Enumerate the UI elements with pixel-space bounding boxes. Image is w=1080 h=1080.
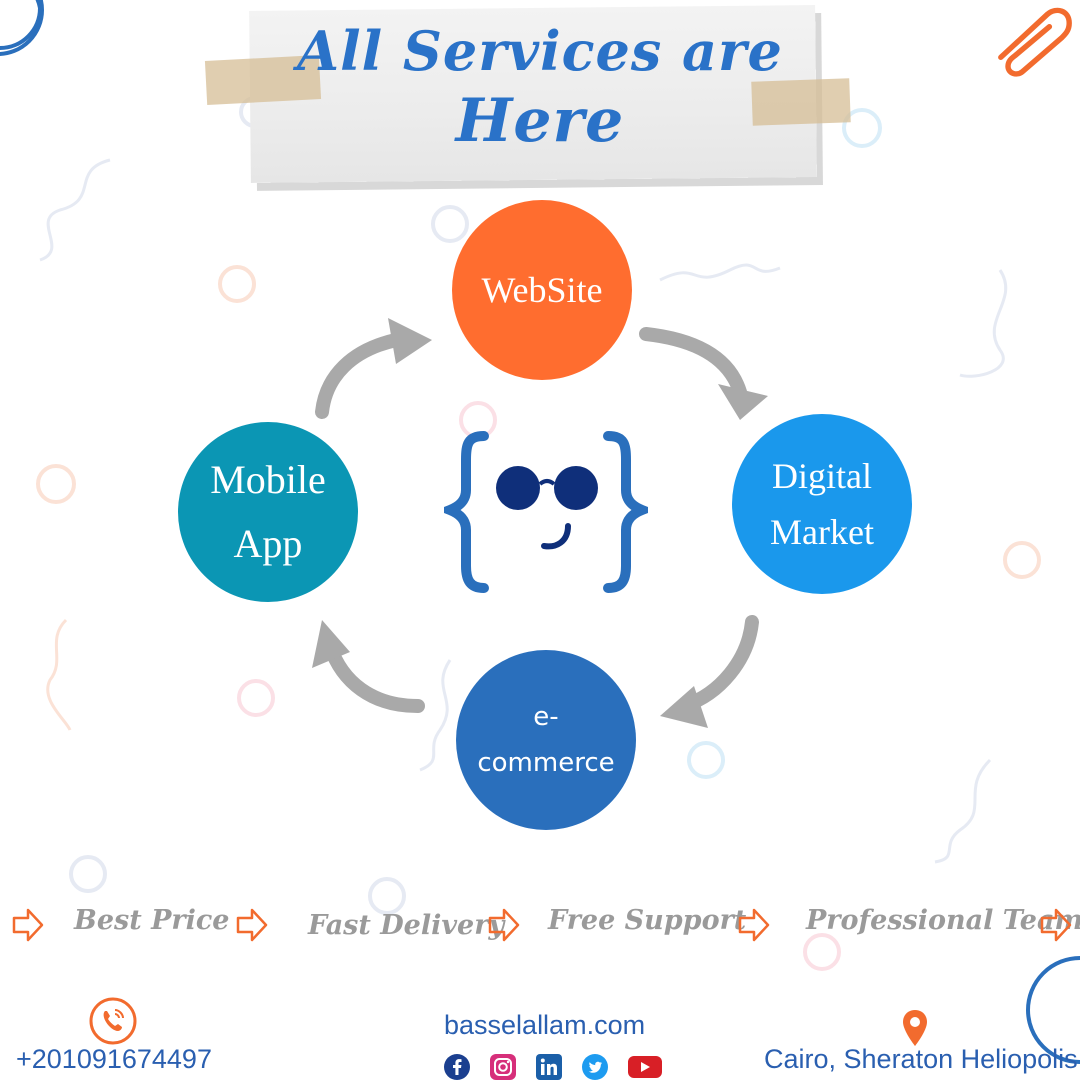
arrowhead-3 bbox=[312, 620, 350, 668]
feature-fast-delivery: Fast Delivery bbox=[308, 910, 505, 941]
service-digital-label-1: Digital bbox=[772, 456, 872, 496]
arrow-mobile-to-website bbox=[315, 333, 403, 419]
feature-arrow-icon bbox=[236, 908, 268, 942]
service-mobile-label-2: App bbox=[233, 521, 303, 566]
social-links bbox=[444, 1054, 662, 1080]
service-ecommerce-label-2: commerce bbox=[477, 748, 615, 778]
feature-best-price: Best Price bbox=[74, 905, 230, 936]
twitter-icon[interactable] bbox=[582, 1054, 608, 1080]
feature-arrow-icon bbox=[12, 908, 44, 942]
facebook-icon[interactable] bbox=[444, 1054, 470, 1080]
page-title: All Services are Here bbox=[260, 16, 820, 156]
service-digital-label-2: Market bbox=[770, 512, 874, 552]
service-ecommerce-label-1: e- bbox=[533, 702, 559, 732]
phone-icon bbox=[89, 997, 137, 1045]
service-mobile-label-1: Mobile bbox=[210, 457, 326, 502]
service-website-label: WebSite bbox=[481, 270, 603, 310]
feature-arrow-icon bbox=[488, 908, 520, 942]
title-line-1: All Services are bbox=[297, 19, 783, 83]
instagram-icon[interactable] bbox=[490, 1054, 516, 1080]
linkedin-icon[interactable] bbox=[536, 1054, 562, 1080]
feature-arrow-icon bbox=[738, 908, 770, 942]
phone-number[interactable]: +201091674497 bbox=[16, 1044, 212, 1074]
feature-arrow-icon bbox=[1040, 908, 1072, 942]
service-ecommerce: e- commerce bbox=[456, 650, 636, 830]
arrowhead-1 bbox=[718, 384, 768, 420]
arrowhead-4 bbox=[388, 318, 432, 364]
service-website: WebSite bbox=[452, 200, 632, 380]
youtube-icon[interactable] bbox=[628, 1054, 662, 1080]
arrow-ecommerce-to-mobile bbox=[323, 639, 425, 713]
brand-logo-icon bbox=[444, 431, 648, 593]
feature-professional-team: Professional Team bbox=[806, 905, 1080, 936]
website-link[interactable]: basselallam.com bbox=[444, 1010, 646, 1040]
paperclip-icon bbox=[998, 7, 1072, 77]
map-pin-icon bbox=[903, 1010, 927, 1046]
arrow-website-to-digital bbox=[639, 327, 747, 399]
arrowhead-2 bbox=[660, 686, 708, 728]
service-mobile-app: Mobile App bbox=[178, 422, 358, 602]
title-line-2: Here bbox=[455, 86, 625, 156]
arrow-digital-to-ecommerce bbox=[677, 615, 759, 713]
location-text: Cairo, Sheraton Heliopolis bbox=[764, 1044, 1078, 1074]
feature-free-support: Free Support bbox=[548, 905, 747, 936]
service-digital-market: Digital Market bbox=[732, 414, 912, 594]
